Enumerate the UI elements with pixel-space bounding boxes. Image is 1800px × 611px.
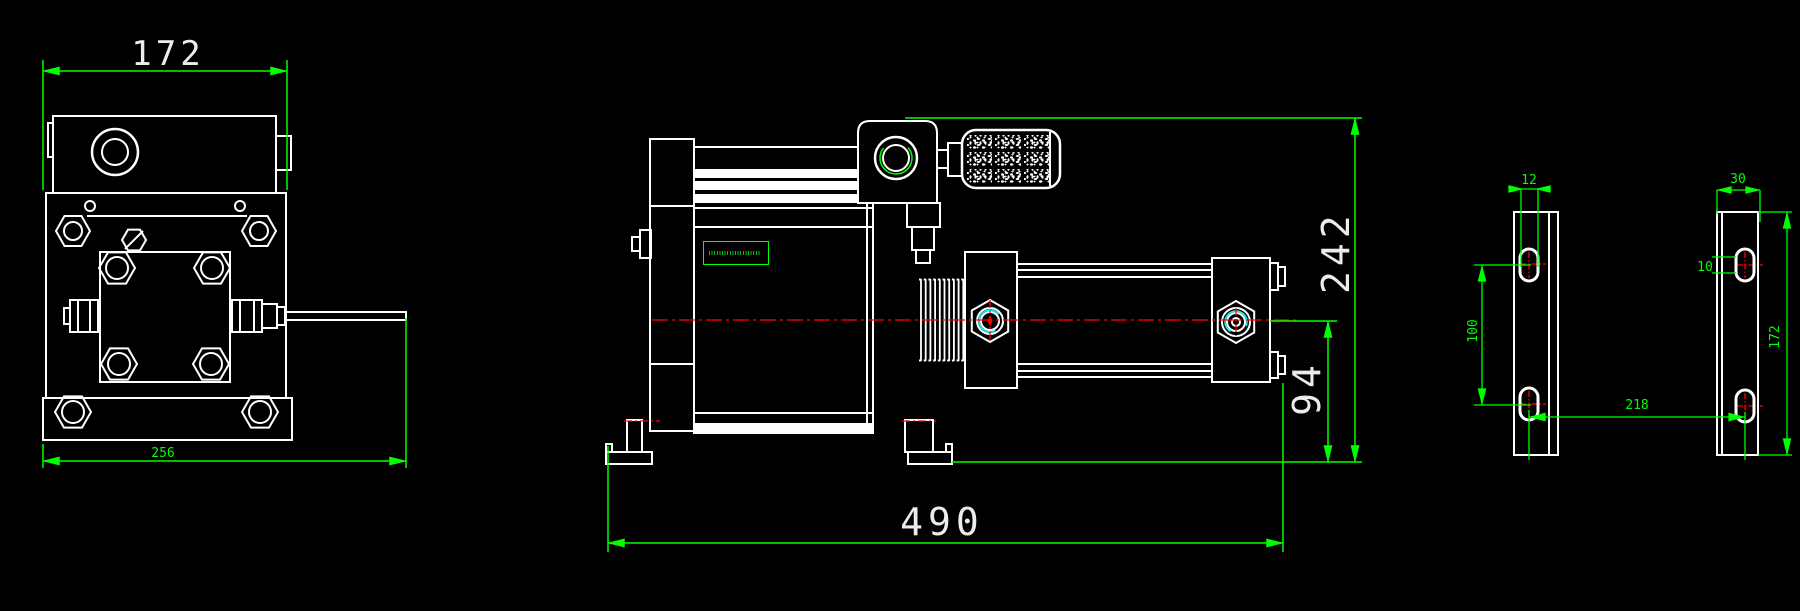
mount-plates-geometry xyxy=(1513,211,1759,456)
front-top-housing xyxy=(52,115,277,194)
left-foot-bracket xyxy=(626,419,643,453)
right-port-fitting xyxy=(231,299,263,333)
centerlines xyxy=(624,252,1763,422)
dim-front-top-width: 172 xyxy=(131,34,205,74)
air-drive-cylinder xyxy=(693,146,874,434)
air-valve-head xyxy=(857,120,938,204)
mount-plates-dimensions xyxy=(1474,185,1792,460)
dim-side-overall-length: 490 xyxy=(900,500,984,544)
dim-front-overall-width: 256 xyxy=(151,446,175,461)
side-view-dimensions xyxy=(607,117,1362,552)
dim-plate2-height: 172 xyxy=(1768,325,1783,349)
nameplate-fine-print xyxy=(709,251,761,255)
inner-mount-plate xyxy=(1513,211,1559,456)
hex-bolt xyxy=(191,347,231,381)
accent-arcs xyxy=(879,141,1248,334)
dim-plate1-hole-spacing: 100 xyxy=(1466,319,1481,343)
hex-bolt xyxy=(99,347,139,381)
front-view-geometry xyxy=(42,115,407,441)
hex-nut xyxy=(240,395,280,429)
hex-bolt xyxy=(192,251,232,285)
hex-bolt xyxy=(97,251,137,285)
dim-plate2-width: 30 xyxy=(1730,172,1746,187)
dim-side-overall-height: 242 xyxy=(1314,210,1358,294)
dim-plate-pair-spacing: 218 xyxy=(1625,398,1649,413)
front-view-dimensions xyxy=(42,60,407,468)
muffler xyxy=(960,128,1062,190)
front-base-plate xyxy=(42,397,293,441)
outer-mount-plate xyxy=(1716,211,1759,456)
outlet-tube xyxy=(284,311,407,321)
right-foot-bracket xyxy=(904,419,934,453)
hex-bolt xyxy=(240,215,278,247)
dim-side-axis-height: 94 xyxy=(1285,360,1329,416)
left-port-fitting xyxy=(69,299,99,333)
dim-plate2-slot-width: 10 xyxy=(1697,260,1713,275)
dim-plate1-slot-width: 12 xyxy=(1521,173,1537,188)
hex-nut xyxy=(53,395,93,429)
front-flange-plate xyxy=(99,251,231,383)
side-view-geometry xyxy=(605,120,1286,465)
gauge-port-circle xyxy=(90,127,140,177)
hex-bolt xyxy=(54,215,92,247)
nameplate-label xyxy=(703,241,769,265)
breather-plug xyxy=(120,228,148,252)
